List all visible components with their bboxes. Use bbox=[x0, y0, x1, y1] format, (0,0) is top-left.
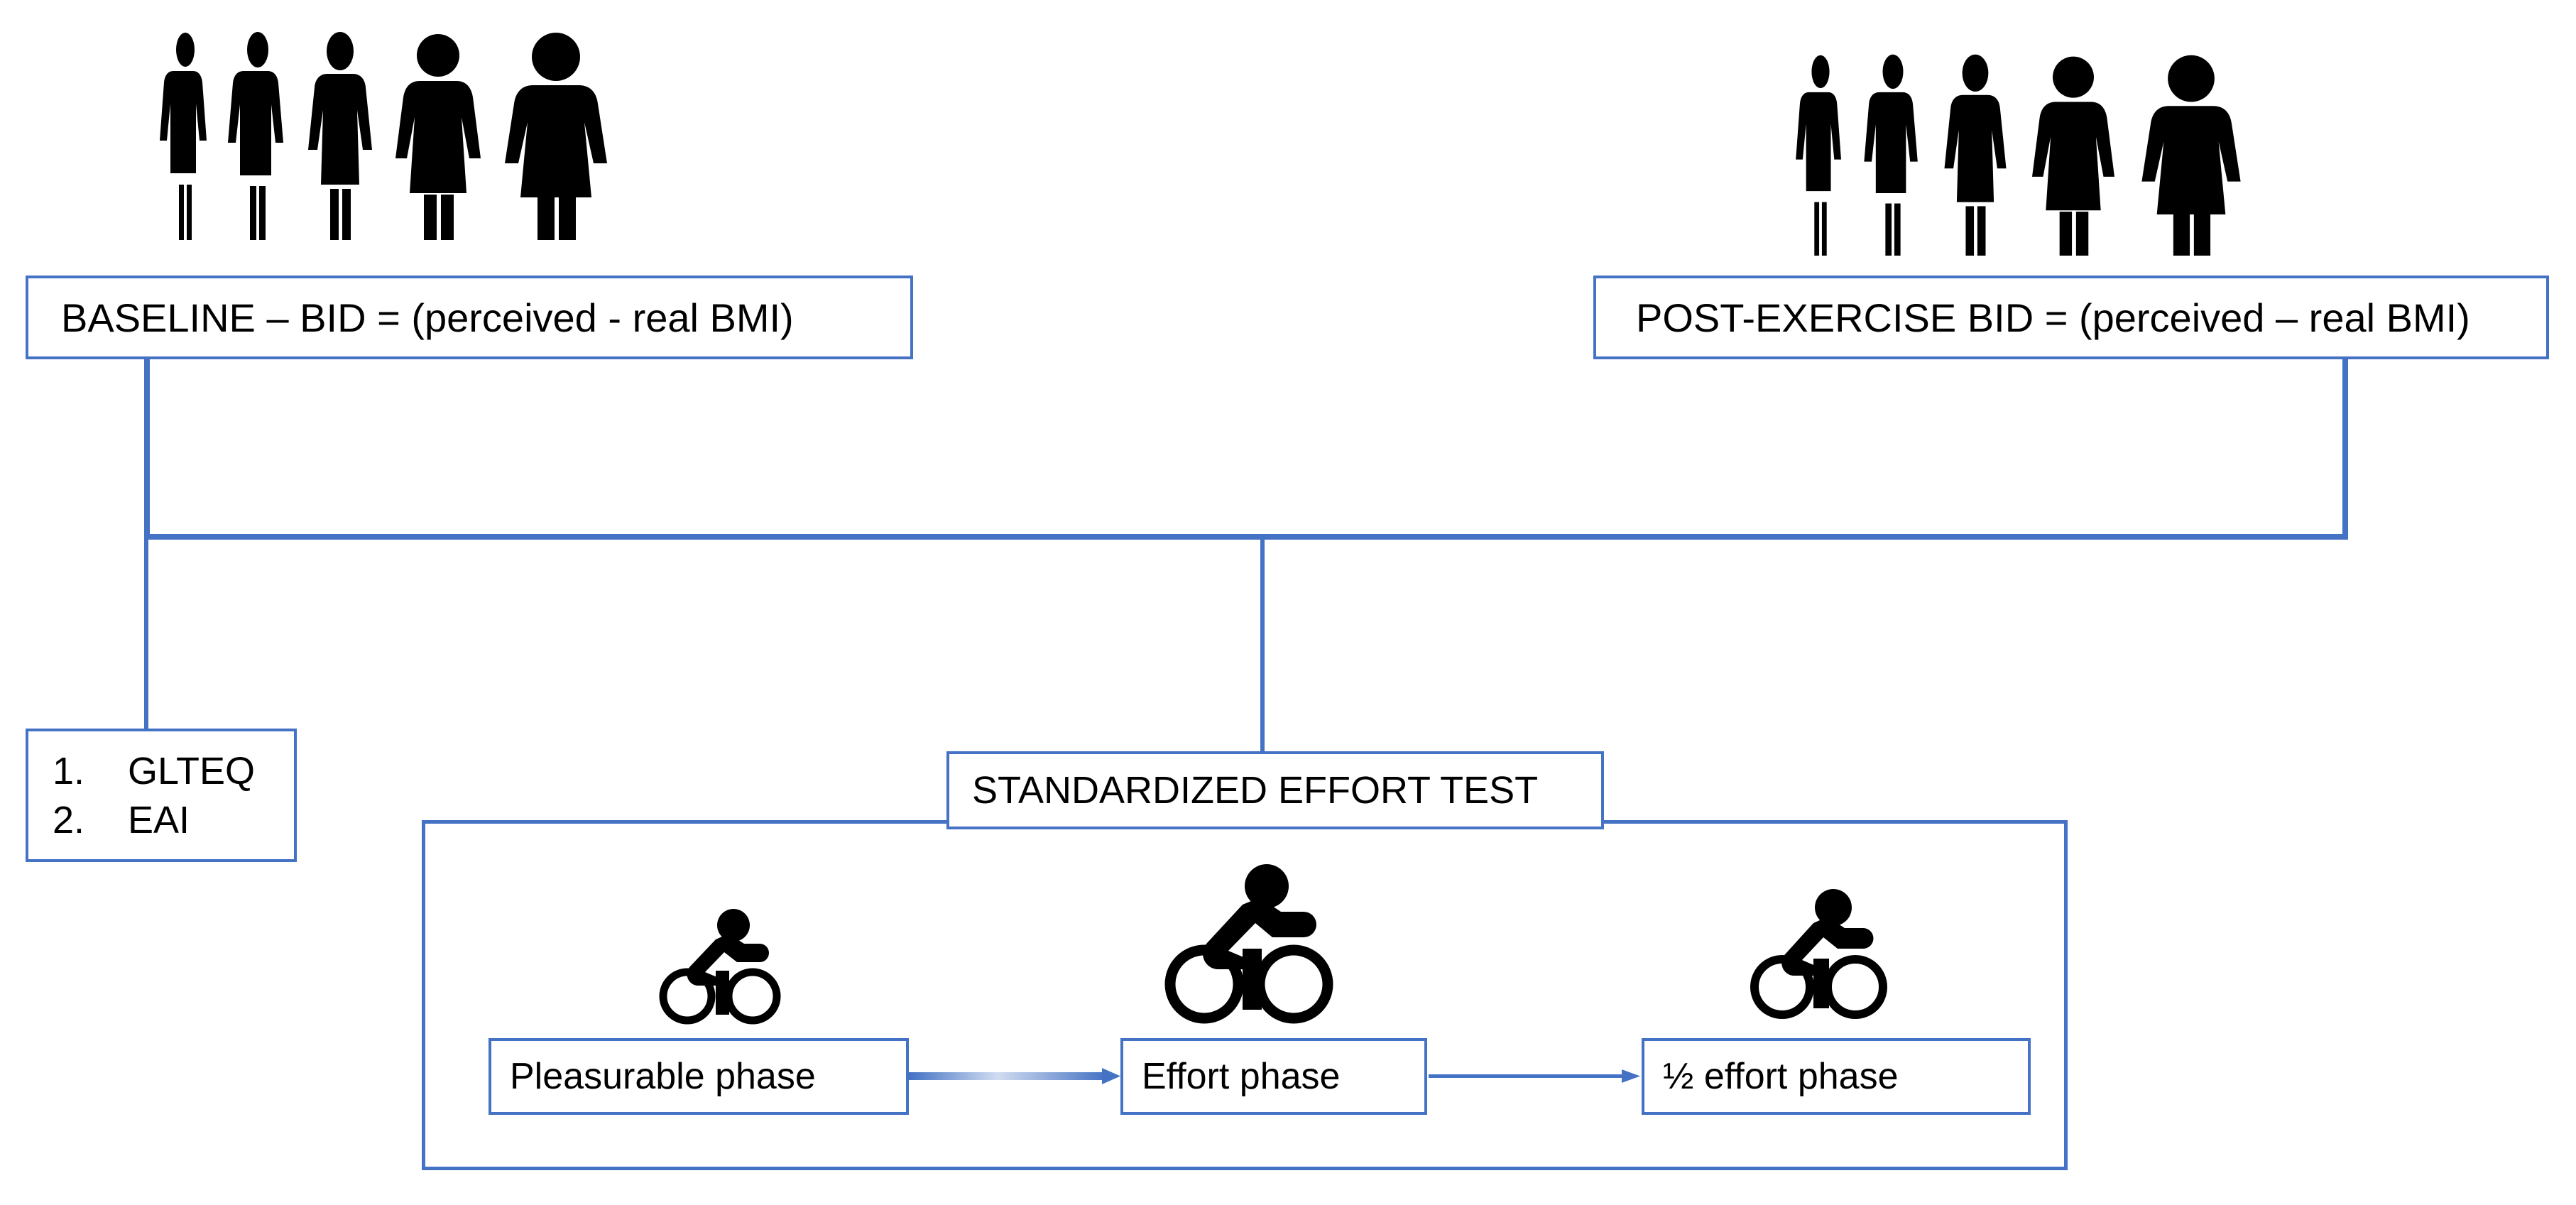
silhouette-obese bbox=[505, 33, 607, 240]
phase-label-half-effort: ½ effort phase bbox=[1663, 1056, 1899, 1097]
phase-box-effort[interactable]: Effort phase bbox=[1120, 1038, 1427, 1115]
post-exercise-silhouette-group bbox=[1795, 28, 2247, 256]
cyclist-icon-large bbox=[1159, 861, 1343, 1030]
list-item[interactable]: 2. EAI bbox=[28, 796, 294, 845]
standardized-effort-test-box[interactable]: STANDARDIZED EFFORT TEST bbox=[946, 751, 1604, 829]
connector-horizontal-bus bbox=[144, 534, 2348, 540]
list-item[interactable]: 1. GLTEQ bbox=[28, 747, 294, 796]
cyclist-icon-small bbox=[653, 905, 788, 1026]
silhouette-thinnest bbox=[1796, 55, 1841, 256]
list-item-label: GLTEQ bbox=[128, 750, 256, 792]
silhouette-normal bbox=[1944, 54, 2007, 256]
baseline-questionnaire-box[interactable]: 1. GLTEQ 2. EAI bbox=[26, 729, 297, 862]
connector-post-exercise-vertical bbox=[2342, 358, 2348, 540]
connector-to-effort-test bbox=[1260, 534, 1265, 756]
phase-box-pleasurable[interactable]: Pleasurable phase bbox=[489, 1038, 909, 1115]
cyclist-icon-medium bbox=[1745, 886, 1894, 1025]
silhouette-overweight bbox=[395, 34, 481, 240]
list-item-number: 1. bbox=[53, 750, 85, 792]
baseline-bid-label: BASELINE – BID = (perceived - real BMI) bbox=[61, 295, 794, 340]
arrow-effort-to-half-effort bbox=[1429, 1064, 1642, 1089]
post-exercise-bid-box[interactable]: POST-EXERCISE BID = (perceived – real BM… bbox=[1593, 276, 2549, 359]
silhouette-obese bbox=[2141, 55, 2241, 256]
baseline-silhouette-group bbox=[160, 13, 611, 240]
baseline-bid-box[interactable]: BASELINE – BID = (perceived - real BMI) bbox=[26, 276, 913, 359]
list-item-label: EAI bbox=[128, 799, 190, 842]
silhouette-thinnest bbox=[160, 33, 207, 240]
list-item-number: 2. bbox=[53, 799, 85, 842]
post-exercise-bid-label: POST-EXERCISE BID = (perceived – real BM… bbox=[1636, 295, 2470, 340]
standardized-effort-test-label: STANDARDIZED EFFORT TEST bbox=[972, 769, 1539, 812]
phase-label-pleasurable: Pleasurable phase bbox=[510, 1056, 816, 1097]
connector-baseline-vertical bbox=[144, 358, 150, 540]
phase-label-effort: Effort phase bbox=[1142, 1056, 1341, 1097]
connector-to-questionnaires bbox=[144, 534, 148, 756]
silhouette-thin bbox=[1864, 54, 1918, 256]
silhouette-overweight bbox=[2032, 56, 2114, 256]
phase-box-half-effort[interactable]: ½ effort phase bbox=[1642, 1038, 2031, 1115]
arrow-pleasurable-to-effort bbox=[909, 1062, 1122, 1091]
silhouette-normal bbox=[308, 32, 372, 240]
silhouette-thin bbox=[228, 32, 283, 240]
